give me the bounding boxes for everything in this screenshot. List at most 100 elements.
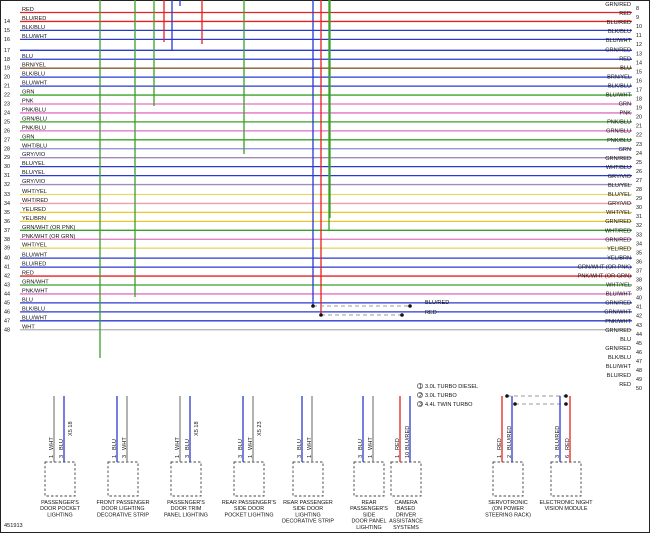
component-label: PASSENGER'S [350, 506, 388, 512]
splice-dot [505, 394, 509, 398]
component-box [170, 461, 202, 497]
wire-label-left: YEL/BRN [22, 216, 46, 222]
wire-label-left: BRN/YEL [22, 63, 46, 69]
wire-label-right: GRN/WHT (OR PNK) [578, 264, 631, 270]
page-number: 9 [636, 15, 639, 21]
wire-number: 40 [4, 256, 10, 262]
legend-number: 2 [419, 393, 422, 399]
wire-label-right: BLU/WHT [606, 93, 632, 99]
component-wire-color: BLU [238, 439, 244, 450]
wire-label-right: PNK/BLU [607, 120, 631, 126]
wire-label-left: WHT/BLU [22, 143, 47, 149]
mid-label-blu-red: BLU/RED [425, 300, 449, 306]
wire-label-right: GRN/RED [605, 328, 631, 334]
pin-number: 2 [507, 455, 513, 458]
wire-label-left: GRN/BLU [22, 116, 47, 122]
wire-label-left: BLU/RED [22, 16, 46, 22]
wire-label-right: PNK/WHT (OR GRN) [578, 274, 631, 280]
wire-label-right: GRN/RED [605, 346, 631, 352]
component-label: PANEL LIGHTING [164, 512, 208, 518]
wire-number: 16 [4, 37, 10, 43]
wire-number: 30 [4, 164, 10, 170]
wire-label-right: BLK/BLU [608, 355, 631, 361]
wire-number: 23 [4, 102, 10, 108]
wire-label-right: WHT/BLU [606, 165, 631, 171]
page-number: 42 [636, 314, 642, 320]
component-label: DRIVER [396, 512, 416, 518]
component-wire-color: BLU [112, 439, 118, 450]
component-label: VISION MODULE [545, 506, 588, 512]
wire-label-right: GRN/BLU [606, 129, 631, 135]
page-number: 41 [636, 305, 642, 311]
wire-label-right: GRN/RED [605, 47, 631, 53]
wire-number: 26 [4, 128, 10, 134]
wire-labels: GRN/RED RED BLU/RED BLK/BLU BLU/WHT GRN/RED RE… [22, 2, 632, 388]
wire-number: 14 [4, 19, 10, 25]
wire-label-right: BLU [620, 65, 631, 71]
wire-number: 45 [4, 300, 10, 306]
page-number: 33 [636, 232, 642, 238]
pin-number: 1 [49, 455, 55, 458]
wire-number: 47 [4, 318, 10, 324]
page-number: 48 [636, 368, 642, 374]
wire-label-right: GRN/RED [605, 219, 631, 225]
wire-label-right: RED [619, 56, 631, 62]
page-number: 47 [636, 359, 642, 365]
wire-label-left: RED [22, 271, 34, 277]
legend-marker [417, 392, 423, 398]
legend-number: 3 [419, 402, 422, 408]
wire-label-right: BLU [620, 337, 631, 343]
connector-label: X5 18 [68, 421, 74, 436]
wire-number: 43 [4, 283, 10, 289]
component-box [492, 461, 524, 497]
legend-text: 4.4L TWIN TURBO [425, 402, 473, 408]
component-label: SIDE [363, 512, 376, 518]
wire-label-right: GRN [619, 147, 631, 153]
component-box [292, 461, 324, 497]
wire-label-right: GRN/WHT [604, 310, 631, 316]
pin-number: 1 [497, 455, 503, 458]
wire-label-right: BLU/RED [607, 373, 631, 379]
component-box [107, 461, 139, 497]
component-wire-color: BLU [297, 439, 303, 450]
component-wire-color: WHT [248, 437, 254, 450]
wire-label-left: PNK/BLU [22, 107, 46, 113]
page-number: 37 [636, 268, 642, 274]
splice-dot [319, 313, 323, 317]
page-number: 23 [636, 142, 642, 148]
legend-text: 3.0L TURBO DIESEL [425, 384, 478, 390]
wire-label-right: BRN/YEL [607, 74, 631, 80]
component-wire-color: BLU [59, 439, 65, 450]
connector-label: X5 23 [257, 421, 263, 436]
splice-dot [564, 402, 568, 406]
wire-label-left: BLU [22, 54, 33, 60]
wire-number: 24 [4, 110, 10, 116]
pin-number: 3 [358, 455, 364, 458]
component-label: DOOR LIGHTING [101, 506, 144, 512]
wire-label-right: BLU/YEL [608, 192, 631, 198]
wire-label-left: PNK/WHT (OR GRN) [22, 234, 75, 240]
pin-number: 6 [565, 455, 571, 458]
page-number: 21 [636, 124, 642, 130]
component-box [550, 461, 582, 497]
page-number: 15 [636, 69, 642, 75]
page-number: 26 [636, 169, 642, 175]
component-label: DOOR POCKET [40, 506, 81, 512]
component-wire-color: WHT [49, 437, 55, 450]
page-number: 13 [636, 51, 642, 57]
page-number: 31 [636, 214, 642, 220]
page-number: 50 [636, 386, 642, 392]
pin-number: 3 [59, 455, 65, 458]
wire-number: 37 [4, 228, 10, 234]
page-number: 22 [636, 133, 642, 139]
page-number: 24 [636, 151, 642, 157]
pin-number: 1 [307, 455, 313, 458]
component-label: DOOR PANEL [352, 519, 387, 525]
wire-label-right: GRN [619, 102, 631, 108]
page-number: 27 [636, 178, 642, 184]
wire-label-right: BLK/BLU [608, 83, 631, 89]
